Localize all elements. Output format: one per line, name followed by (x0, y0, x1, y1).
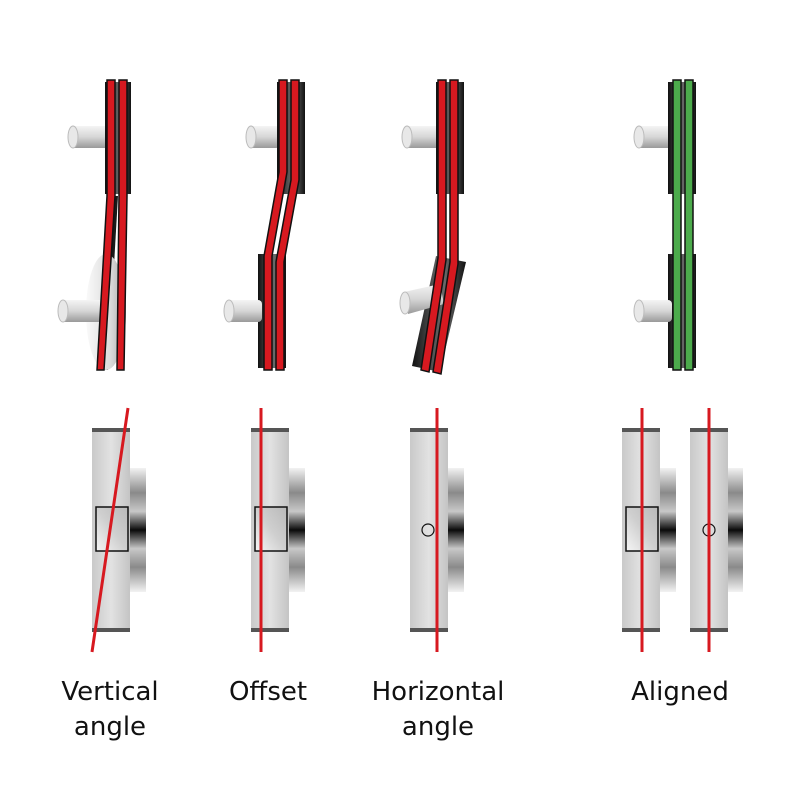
shaft-end-icon (633, 299, 645, 323)
belt-icon (96, 79, 128, 371)
laser-tool-housing (410, 428, 448, 632)
caption-line: Aligned (631, 677, 729, 707)
offset-belt-drive (223, 79, 305, 371)
pulley-disc-icon (658, 468, 676, 592)
vertical-angle-laser-tool (90, 407, 146, 653)
shaft-end-icon (67, 125, 79, 149)
caption-horizontal-angle: Horizontal angle (338, 675, 538, 745)
aligned-laser-tool-window (622, 408, 676, 652)
caption-line: Offset (228, 677, 308, 707)
target-point-icon (421, 523, 435, 537)
shaft-end-icon (223, 299, 235, 323)
shaft-end-icon (245, 125, 257, 149)
aligned-belt-drive (633, 79, 696, 371)
belt-icon (420, 79, 459, 375)
belt-icon (263, 79, 300, 371)
shaft-end-icon (57, 299, 69, 323)
shaft-end-icon (401, 125, 413, 149)
pulley-disc-icon (725, 468, 743, 592)
housing-edge (410, 628, 448, 632)
caption-line: Vertical (61, 677, 159, 707)
housing-edge (92, 428, 130, 432)
caption-aligned: Aligned (580, 675, 780, 710)
laser-line-icon (90, 407, 130, 653)
aligned-laser-tool-point (690, 408, 743, 652)
housing-edge (410, 428, 448, 432)
shaft-end-icon (633, 125, 645, 149)
shaft-end-icon (399, 291, 411, 315)
shaft-icon (60, 300, 106, 322)
pulley-disc-icon (287, 468, 305, 592)
horizontal-angle-belt-drive (399, 79, 466, 375)
shaft-icon (70, 126, 110, 148)
shaft-icon (404, 126, 440, 148)
shaft-icon (636, 300, 672, 322)
vertical-angle-belt-drive (57, 79, 131, 371)
housing-edge (92, 628, 130, 632)
horizontal-angle-laser-tool (410, 408, 464, 652)
caption-vertical-angle: Vertical angle (10, 675, 210, 745)
caption-line: angle (73, 712, 147, 742)
offset-laser-tool (251, 408, 305, 652)
housing-edge (251, 428, 289, 432)
pulley-disc-icon (128, 468, 146, 592)
caption-line: angle (401, 712, 475, 742)
housing-edge (251, 628, 289, 632)
shaft-icon (226, 300, 262, 322)
shaft-icon (636, 126, 672, 148)
shaft-icon (248, 126, 280, 148)
caption-line: Horizontal (371, 677, 505, 707)
pulley-disc-icon (446, 468, 464, 592)
caption-offset: Offset (168, 675, 368, 710)
belt-icon (672, 79, 694, 371)
